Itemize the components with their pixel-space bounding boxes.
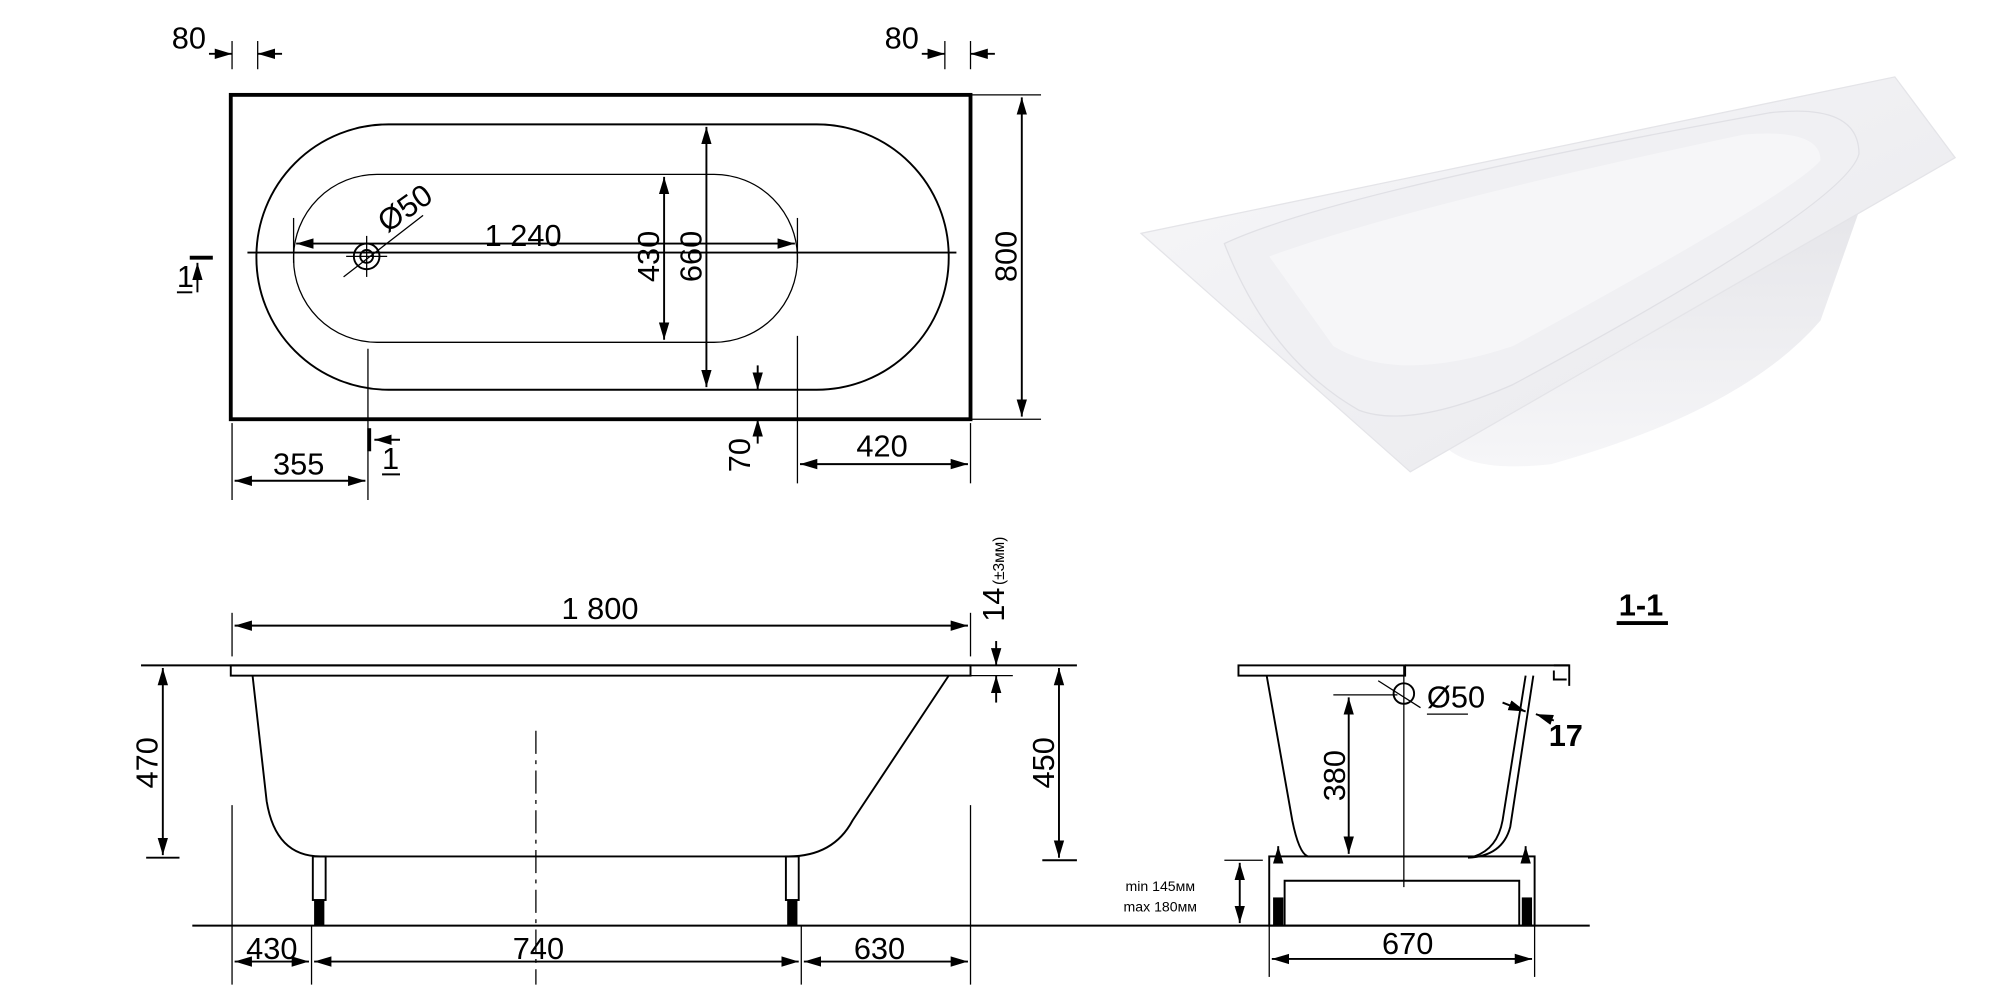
- dim-outer-width: 660: [673, 231, 708, 282]
- dim-leg-left: 430: [246, 931, 297, 966]
- section-mark-bottom: 1: [367, 428, 401, 476]
- leg-left: [311, 855, 327, 926]
- tub-outline-plan: [228, 92, 973, 422]
- svg-text:1: 1: [177, 259, 194, 294]
- dim-total-width: 800: [989, 231, 1024, 282]
- dim-wall: 17: [1549, 718, 1583, 753]
- leg-stand: [1268, 846, 1536, 927]
- dim-rim-left: 80: [172, 21, 206, 56]
- tub-body-side: [251, 675, 950, 858]
- dim-inner-length: 1 240: [485, 218, 562, 253]
- dim-right-offset: 420: [856, 428, 907, 463]
- dim-height-body: 450: [1026, 737, 1061, 788]
- dim-leg-span: 740: [513, 931, 564, 966]
- section-title: 1-1: [1619, 587, 1663, 622]
- outer-basin: [255, 123, 950, 391]
- dim-depth: 380: [1317, 750, 1352, 801]
- dim-rim-side: 70: [722, 438, 757, 472]
- rim-side: [229, 664, 972, 677]
- svg-text:1: 1: [382, 441, 399, 476]
- bathtub-photo: [1139, 76, 1957, 473]
- dim-width: 670: [1382, 926, 1433, 961]
- dim-rim-thickness: 14(±3мм): [976, 537, 1011, 622]
- section-mark-left: 1: [176, 255, 213, 294]
- side-elevation: 1 800 470 14(±3мм) 450 430 740 630: [130, 537, 1590, 985]
- dim-height-total: 470: [130, 737, 165, 788]
- section-view: 1-1 Ø50 17 380 min 145мм max 180мм 670: [1124, 587, 1668, 977]
- tub-body-section: [1265, 675, 1527, 858]
- dim-drain-offset: 355: [273, 446, 324, 481]
- dim-length: 1 800: [562, 591, 639, 626]
- dim-inner-width: 430: [631, 231, 666, 282]
- leg-right: [784, 855, 800, 926]
- dim-leg-right: 630: [854, 931, 905, 966]
- dim-rim-right: 80: [885, 21, 919, 56]
- drain-icon: [343, 214, 424, 278]
- drain-icon: [1392, 682, 1416, 705]
- drain-diameter-label: Ø50: [1427, 680, 1485, 715]
- plan-view: Ø50 1 240 430 660 800 80 80 355 1 1: [172, 21, 1042, 501]
- leg-max-label: max 180мм: [1124, 899, 1197, 915]
- leg-min-label: min 145мм: [1125, 878, 1195, 894]
- inner-basin: [292, 173, 799, 343]
